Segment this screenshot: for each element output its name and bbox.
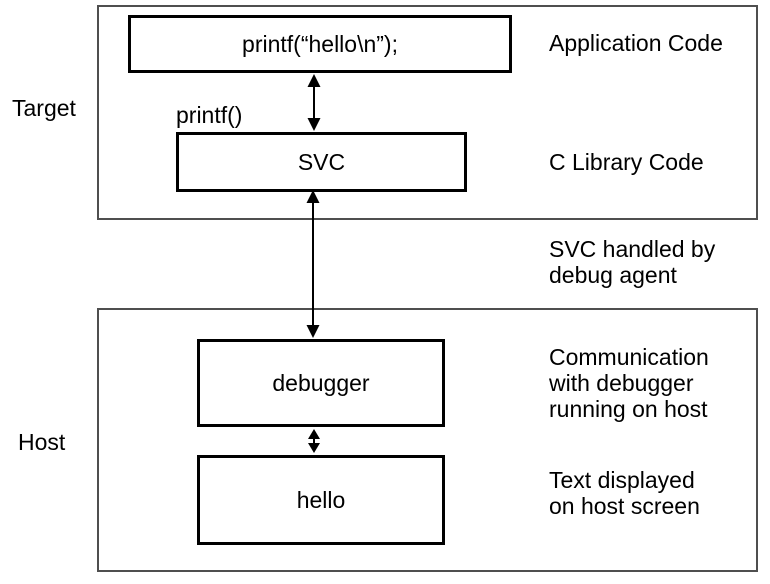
c-library-code-annotation: C Library Code (549, 149, 704, 175)
debugger-box: debugger (197, 339, 445, 427)
hello-box: hello (197, 455, 445, 545)
printf-svc-double-arrow-icon (307, 74, 321, 131)
debugger-box-text: debugger (272, 370, 370, 396)
host-outer-rect (97, 308, 758, 572)
debugger-hello-double-arrow-icon (308, 429, 320, 453)
svc-box-text: SVC (297, 149, 346, 175)
printf-function-label: printf() (176, 102, 243, 128)
svc-debugger-double-arrow-icon (306, 190, 320, 338)
svc-handled-annotation: SVC handled by debug agent (549, 236, 716, 288)
printf-statement-text: printf(“hello\n”); (242, 31, 398, 57)
host-label: Host (18, 429, 66, 455)
hello-box-text: hello (296, 487, 346, 513)
communication-annotation: Communication with debugger running on h… (549, 344, 709, 422)
target-label: Target (12, 95, 76, 121)
application-code-annotation: Application Code (549, 30, 723, 56)
target-outer-rect (97, 5, 758, 220)
text-displayed-annotation: Text displayed on host screen (549, 467, 700, 519)
svc-box: SVC (176, 132, 467, 192)
printf-statement-box: printf(“hello\n”); (128, 15, 512, 73)
